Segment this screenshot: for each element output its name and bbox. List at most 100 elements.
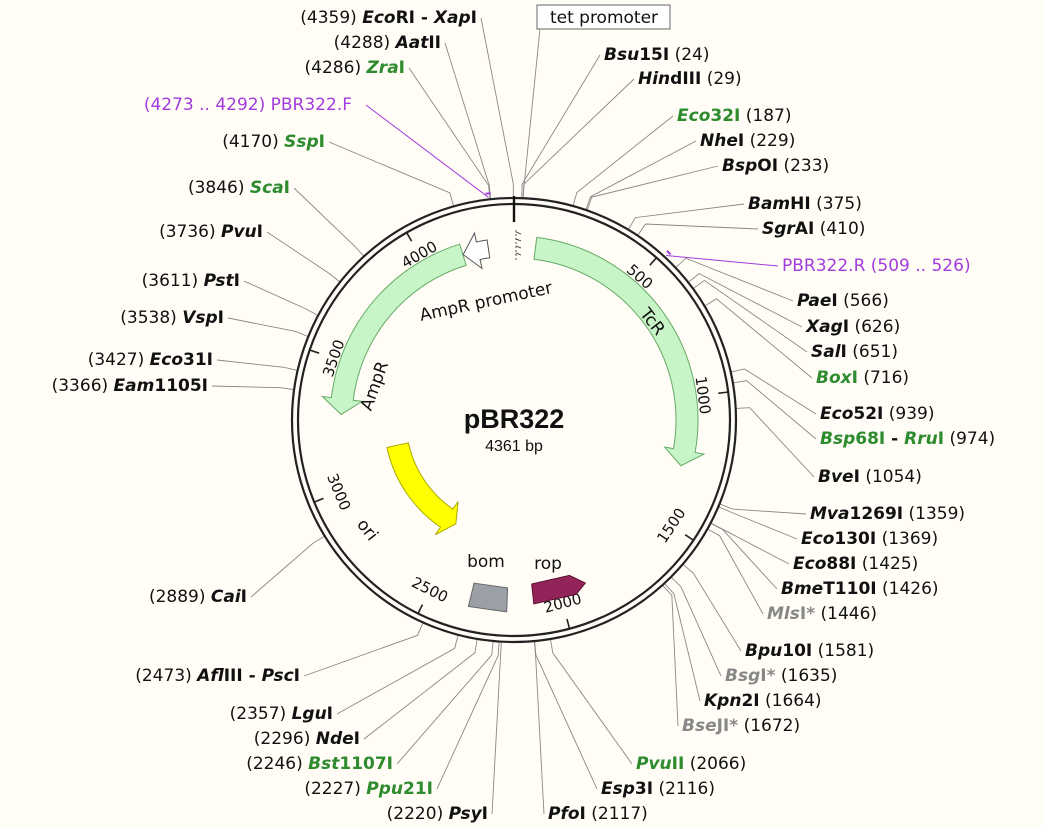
site-name-part: I [218,308,224,328]
site-name-part: Eam [114,376,155,396]
site-name-part: I [234,271,240,291]
leader-pbr322-f [365,104,489,198]
site-mlsi: MlsI* (1446) [767,604,877,624]
leader-mlsi [707,528,764,615]
leader-bspoi [586,165,719,211]
site-scai: (3846) ScaI [188,178,290,198]
site-label-bspoi: BspOI (233) [722,156,829,176]
site-position: (3846) [188,178,245,198]
site-position: (4359) [300,8,357,28]
site-position: (410) [820,219,866,239]
site-name-separator: - [243,666,262,686]
site-name-part: I [284,178,290,198]
site-name-part: JI* [716,716,739,736]
site-position: (2246) [246,754,303,774]
leader-pvuii [550,638,633,765]
site-ppu21i: (2227) Ppu21I [304,779,433,799]
plasmid-size: 4361 bp [485,438,543,455]
site-name-part: Sgr [762,219,796,239]
site-name-part: I* [800,604,815,624]
site-name-part: Psy [449,804,483,824]
site-name-part: I [482,804,488,824]
site-eco52i: Eco52I (939) [820,404,934,424]
site-name-part: Ppu [366,779,403,799]
site-name-part: Kpn [704,691,741,711]
site-label-xagi: XagI (626) [805,317,900,337]
site-bamhi: BamHI (375) [748,194,862,214]
site-name-part: Hin [638,69,670,89]
site-bspoi: BspOI (233) [722,156,829,176]
site-pvui: (3736) PvuI [159,222,263,242]
site-position: (651) [852,342,898,362]
primer-label-pbr322-f: (4273 .. 4292) PBR322.F [144,95,352,115]
leader-bvei [735,407,815,478]
tet-promoter-mark [515,252,522,256]
site-bsgi: BsgI* (1635) [725,666,837,686]
site-name-part: 52I [853,404,883,424]
site-name-part: I [831,291,837,311]
leader-pbr322-r [666,255,779,267]
site-position: (939) [889,404,935,424]
scale-label-1500: 1500 [653,505,689,547]
site-sali: SalI (651) [811,342,898,362]
site-name-part: Box [816,368,853,388]
leader-afliii-psci [303,622,424,677]
site-label-boxi: BoxI (716) [816,368,909,388]
site-bsp68i-rrui: Bsp68I - RruI (974) [820,429,995,449]
site-label-psyi: (2220) PsyI [387,804,488,824]
scale-tick-4000 [405,232,413,242]
site-name-part: OI [757,156,778,176]
site-name-part: Pfo [548,804,580,824]
site-label-bsgi: BsgI* (1635) [725,666,837,686]
site-position: (24) [675,45,710,65]
site-name-part: AI [795,219,814,239]
feature-rop [531,574,587,605]
site-ndei: (2296) NdeI [254,729,360,749]
site-position: (3427) [88,350,145,370]
site-name-part: Rru [904,429,938,449]
site-label-bpu10i: Bpu10I (1581) [745,641,874,661]
leader-ecori-xapi [480,17,514,199]
site-position: (2296) [254,729,311,749]
site-position: (2227) [304,779,361,799]
feature-ori [386,442,459,536]
site-eco130i: Eco130I (1369) [801,529,938,549]
primer-name: PBR322.F [271,95,352,115]
site-label-bmet110i: BmeT110I (1426) [781,579,939,599]
site-name-part: I [257,222,263,242]
site-name-part: Eco [820,404,854,424]
site-name-part: Pst [204,271,235,291]
site-position: (3611) [142,271,199,291]
site-position: (2357) [230,704,287,724]
site-name-part: 2I [741,691,759,711]
site-name-part: 1269I [849,504,903,524]
site-name-part: I* [760,666,775,686]
site-label-eco31i: (3427) Eco31I [88,350,213,370]
site-position: (626) [854,317,900,337]
site-ecori-xapi: (4359) EcoRI - XapI [300,8,477,28]
leader-psti [243,280,319,316]
site-hindiii: HindIII (29) [638,69,742,89]
site-position: (1672) [744,716,801,736]
feature-label-ori: ori [352,515,381,545]
leader-scai [293,187,365,257]
site-name-part: Bme [781,579,823,599]
site-position: (974) [949,429,995,449]
tet-promoter-box [536,4,671,30]
site-name-part: I [841,342,847,362]
site-psti: (3611) PstI [142,271,240,291]
site-name-separator: - [885,429,904,449]
site-label-hindiii: HindIII (29) [638,69,742,89]
site-position: (2220) [387,804,444,824]
site-afliii-psci: (2473) AflIII - PscI [135,666,300,686]
site-position: (716) [863,368,909,388]
site-position: (2473) [135,666,192,686]
site-name-part: I [241,587,247,607]
site-position: (4170) [222,132,279,152]
site-bpu10i: Bpu10I (1581) [745,641,874,661]
site-label-esp3i: Esp3I (2116) [601,779,715,799]
site-name-part: Bsg [725,666,760,686]
site-caii: (2889) CaiI [149,587,247,607]
site-position: (1425) [862,554,919,574]
